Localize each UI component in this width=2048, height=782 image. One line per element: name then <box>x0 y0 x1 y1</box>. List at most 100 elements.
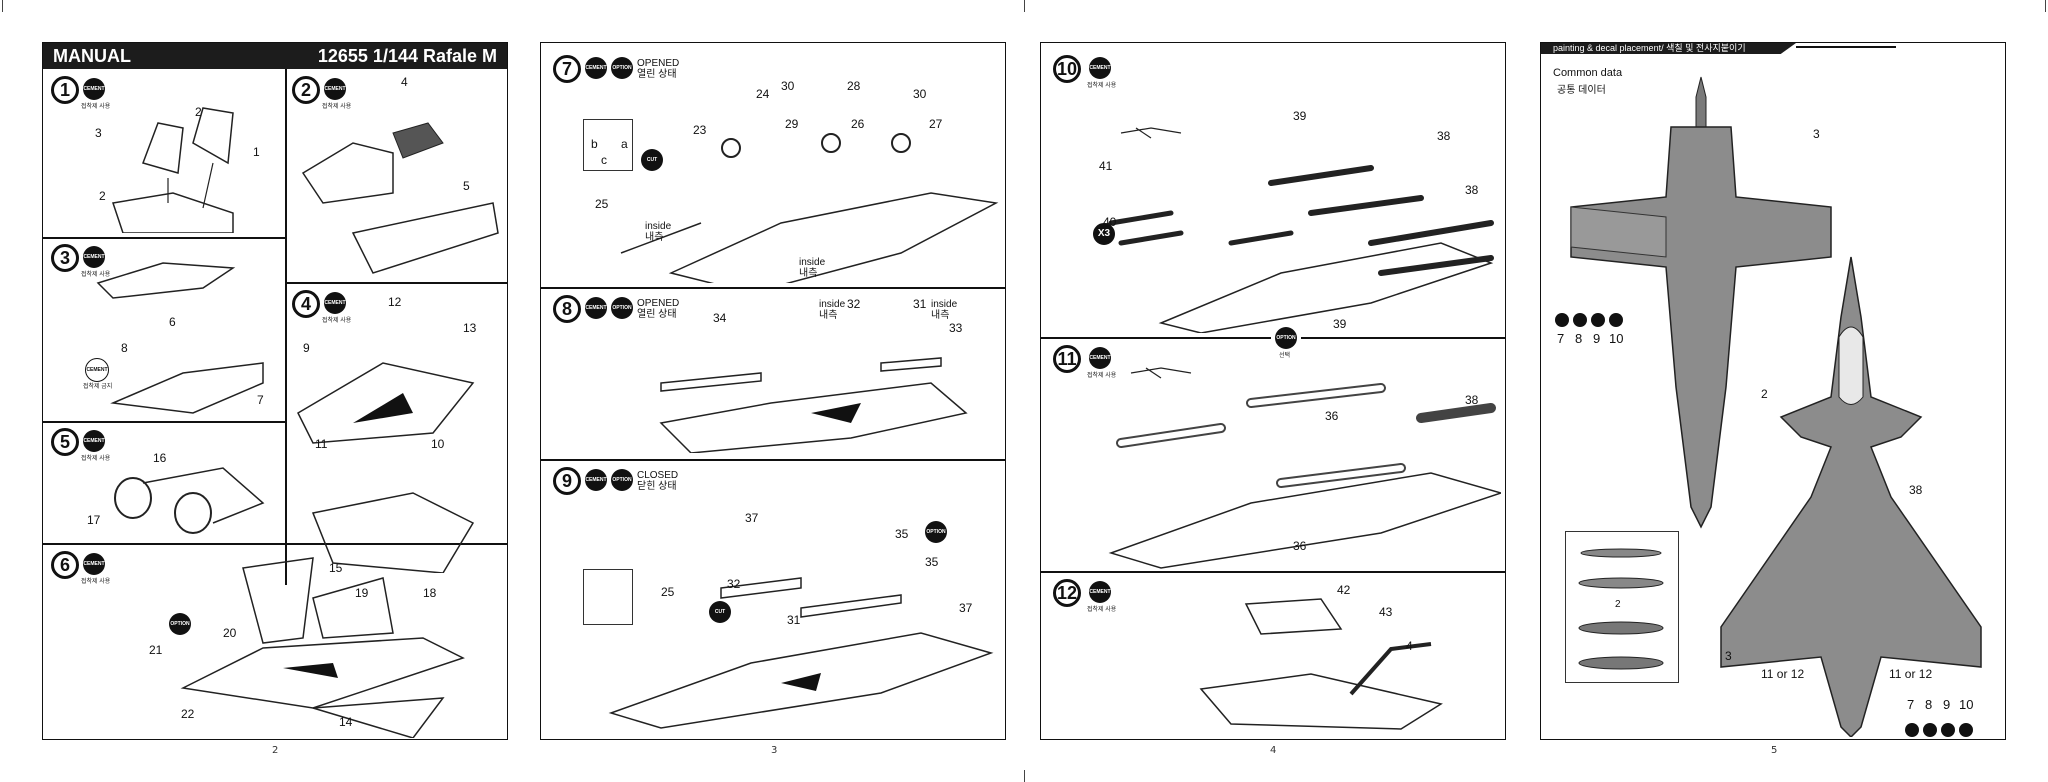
part-label: 30 <box>913 87 927 101</box>
stores-loadout-b-sketch <box>1108 367 1501 569</box>
part-label: 43 <box>1379 605 1393 619</box>
part-label: 2 <box>1615 599 1621 610</box>
inside-en: inside <box>645 221 672 232</box>
gear-doors-open-sketch <box>659 357 968 453</box>
kit-title: 12655 1/144 Rafale M <box>317 46 497 66</box>
option-badge: OPTION <box>611 469 633 491</box>
manual-page-3: OPTION 선택 10 CEMENT 접착제 사용 39 38 41 38 4… <box>1040 42 1506 740</box>
part-label: 17 <box>87 513 101 527</box>
cement-badge: CEMENT <box>83 246 105 268</box>
cement-note: 접착제 사용 <box>322 318 352 324</box>
divider <box>43 543 507 545</box>
decal-number: 8 <box>1925 697 1933 712</box>
part-label: 26 <box>851 117 865 131</box>
crop-mark <box>1024 770 1025 782</box>
part-label: 2 <box>99 189 106 203</box>
step-number: 3 <box>51 244 79 272</box>
page-number: 5 <box>1771 745 1778 756</box>
option-badge: OPTION <box>611 57 633 79</box>
cement-badge: CEMENT <box>1089 581 1111 603</box>
cement-badge: CEMENT <box>83 430 105 452</box>
page-number: 2 <box>272 745 279 756</box>
inside-kr: 내측 <box>819 310 838 321</box>
decal-marker <box>1591 313 1605 327</box>
part-label: 24 <box>756 87 770 101</box>
decal-number: 9 <box>1943 697 1951 712</box>
common-data-label-kr: 공통 데이터 <box>1557 85 1606 96</box>
common-data-label: Common data <box>1553 67 1623 79</box>
cement-note: 접착제 사용 <box>81 272 111 278</box>
no-cement-note: 접착제 금지 <box>83 384 113 390</box>
option-badge: OPTION <box>169 613 191 635</box>
part-label: 37 <box>959 601 973 615</box>
part-label: 36 <box>1325 409 1339 423</box>
divider <box>1301 337 1505 339</box>
inside-kr: 내측 <box>931 310 950 321</box>
decal-marker <box>1905 723 1919 737</box>
cement-note: 접착제 사용 <box>1087 373 1117 379</box>
part-label: 36 <box>1293 539 1307 553</box>
decal-number: 7 <box>1907 697 1915 712</box>
part-label: 11 <box>315 437 328 451</box>
decal-number: 9 <box>1593 331 1601 346</box>
seat-assembly-sketch <box>112 107 234 233</box>
part-label: 25 <box>595 197 609 211</box>
divider <box>43 237 285 239</box>
step-number: 1 <box>51 76 79 104</box>
part-label: 30 <box>781 79 795 93</box>
divider <box>285 282 507 284</box>
intake-assembly-sketch <box>297 362 475 573</box>
part-label: 12 <box>388 295 402 309</box>
wing-assembly-sketch <box>180 557 465 738</box>
part-label: 18 <box>423 586 437 600</box>
divider <box>541 287 1005 289</box>
part-label: 38 <box>1437 129 1451 143</box>
part-label: 4 <box>401 75 408 89</box>
decal-marker <box>1923 723 1937 737</box>
part-label: a <box>621 137 628 151</box>
detail-box <box>583 569 633 625</box>
part-label: 23 <box>693 123 707 137</box>
manual-title: MANUAL <box>53 46 131 66</box>
stores-loadout-a-sketch <box>1108 127 1494 333</box>
decal-number: 10 <box>1959 697 1974 712</box>
part-label: 29 <box>785 117 799 131</box>
part-label: 32 <box>847 297 861 311</box>
part-label: 32 <box>727 577 741 591</box>
step-number: 9 <box>553 467 581 495</box>
header-rule <box>1796 46 1896 48</box>
cement-badge: CEMENT <box>324 78 346 100</box>
detail-box <box>583 119 633 171</box>
part-label: 2 <box>1761 387 1768 401</box>
cement-note: 접착제 사용 <box>1087 83 1117 89</box>
decal-marker <box>1941 723 1955 737</box>
step-number: 2 <box>292 76 320 104</box>
cement-badge: CEMENT <box>1089 57 1111 79</box>
section-header: painting & decal placement/ 색칠 및 전사지붙이기 <box>1541 43 2005 55</box>
decal-marker <box>1959 723 1973 737</box>
part-label: 34 <box>713 311 727 325</box>
part-label: 38 <box>1465 393 1479 407</box>
option-badge: OPTION <box>925 521 947 543</box>
part-label: 42 <box>1337 583 1351 597</box>
manual-page-4: painting & decal placement/ 색칠 및 전사지붙이기 … <box>1540 42 2006 740</box>
crop-mark <box>1024 0 1025 12</box>
part-label: 11 or 12 <box>1761 667 1805 681</box>
cement-note: 접착제 사용 <box>81 579 111 585</box>
part-label: 19 <box>355 586 369 600</box>
step-number: 5 <box>51 428 79 456</box>
state-kr: 열린 상태 <box>637 69 677 80</box>
quantity-badge: X3 <box>1093 223 1115 245</box>
state-kr: 닫힌 상태 <box>637 481 677 492</box>
divider <box>285 69 287 585</box>
part-label: 28 <box>847 79 861 93</box>
divider <box>43 421 285 423</box>
part-label: 7 <box>257 393 264 407</box>
cockpit-assembly-sketch <box>301 122 499 274</box>
part-label: 8 <box>121 341 128 355</box>
part-label: 27 <box>929 117 943 131</box>
